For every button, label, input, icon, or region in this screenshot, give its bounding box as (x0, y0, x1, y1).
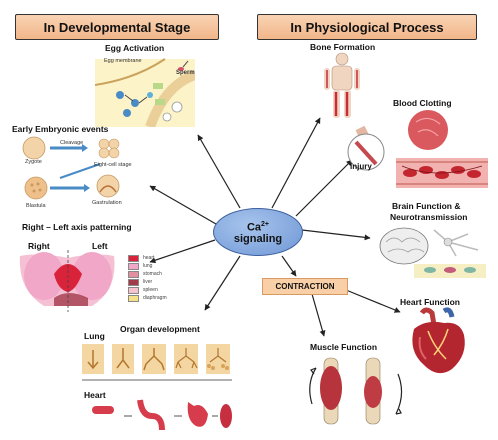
arrow-to-blood (295, 159, 353, 217)
blastula-label: Blastula (26, 203, 46, 209)
right-label: Right (28, 241, 50, 251)
lr-axis-title: Right – Left axis patterning (22, 222, 132, 232)
embryonic-illustration (22, 136, 120, 200)
heart-development-illustration (92, 399, 232, 431)
lr-legend: heart lung stomach liver spleen diaphrag… (128, 254, 167, 302)
heart-function-title: Heart Function (400, 297, 460, 307)
ca-label: Ca2+ (246, 220, 270, 234)
brain-title-line1: Brain Function & (392, 201, 461, 211)
muscle-function-title: Muscle Function (310, 342, 378, 352)
egg-activation-illustration (95, 58, 195, 127)
arrow-to-egg-activation (197, 134, 241, 209)
legend-item-liver: liver (128, 278, 167, 286)
legend-item-spleen: spleen (128, 286, 167, 294)
blood-clotting-title: Blood Clotting (393, 98, 452, 108)
header-physiological: In Physiological Process (257, 14, 477, 40)
arrow-to-heart (345, 289, 401, 313)
arrow-to-embryonic (149, 185, 217, 225)
egg-activation-title: Egg Activation (105, 43, 165, 53)
arrow-to-muscle (311, 293, 326, 337)
bone-formation-title: Bone Formation (310, 42, 376, 52)
egg-membrane-label: Egg membrane (104, 58, 142, 64)
heart-function-illustration (412, 307, 465, 374)
gastrulation-label: Gastrulation (92, 200, 122, 206)
embryonic-title: Early Embryonic events (12, 124, 109, 134)
arrow-to-organ (204, 255, 241, 311)
contraction-box: CONTRACTION (262, 278, 348, 295)
legend-item-lung: lung (128, 262, 167, 270)
organ-development-title: Organ development (120, 324, 200, 334)
zygote-label: Zygote (25, 159, 42, 165)
left-label: Left (92, 241, 108, 251)
lr-axis-illustration (19, 250, 115, 312)
arrow-to-lr-axis (149, 239, 216, 264)
bone-formation-illustration (324, 52, 360, 118)
sperm-label: Sperm (176, 70, 195, 76)
lung-development-illustration (82, 344, 232, 381)
blood-clotting-illustration (347, 110, 488, 188)
arrow-to-bone (271, 117, 321, 209)
legend-item-diaphragm: diaphragm (128, 294, 167, 302)
arrow-to-brain (301, 229, 371, 241)
cleavage-label: Cleavage (60, 140, 84, 146)
heart-dev-label: Heart (84, 390, 106, 400)
muscle-function-illustration (309, 357, 403, 425)
injury-label: Injury (350, 162, 372, 171)
ca-signaling-hub: Ca2+ signaling (213, 208, 303, 256)
header-developmental: In Developmental Stage (15, 14, 219, 40)
lung-label: Lung (84, 331, 105, 341)
eight-cell-label: Eight-cell stage (94, 162, 132, 168)
brain-title-line2: Neurotransmission (390, 212, 468, 222)
arrow-to-contraction (281, 255, 297, 277)
legend-item-stomach: stomach (128, 270, 167, 278)
signaling-label: signaling (233, 233, 283, 246)
legend-item-heart: heart (128, 254, 167, 262)
brain-illustration (379, 227, 486, 278)
